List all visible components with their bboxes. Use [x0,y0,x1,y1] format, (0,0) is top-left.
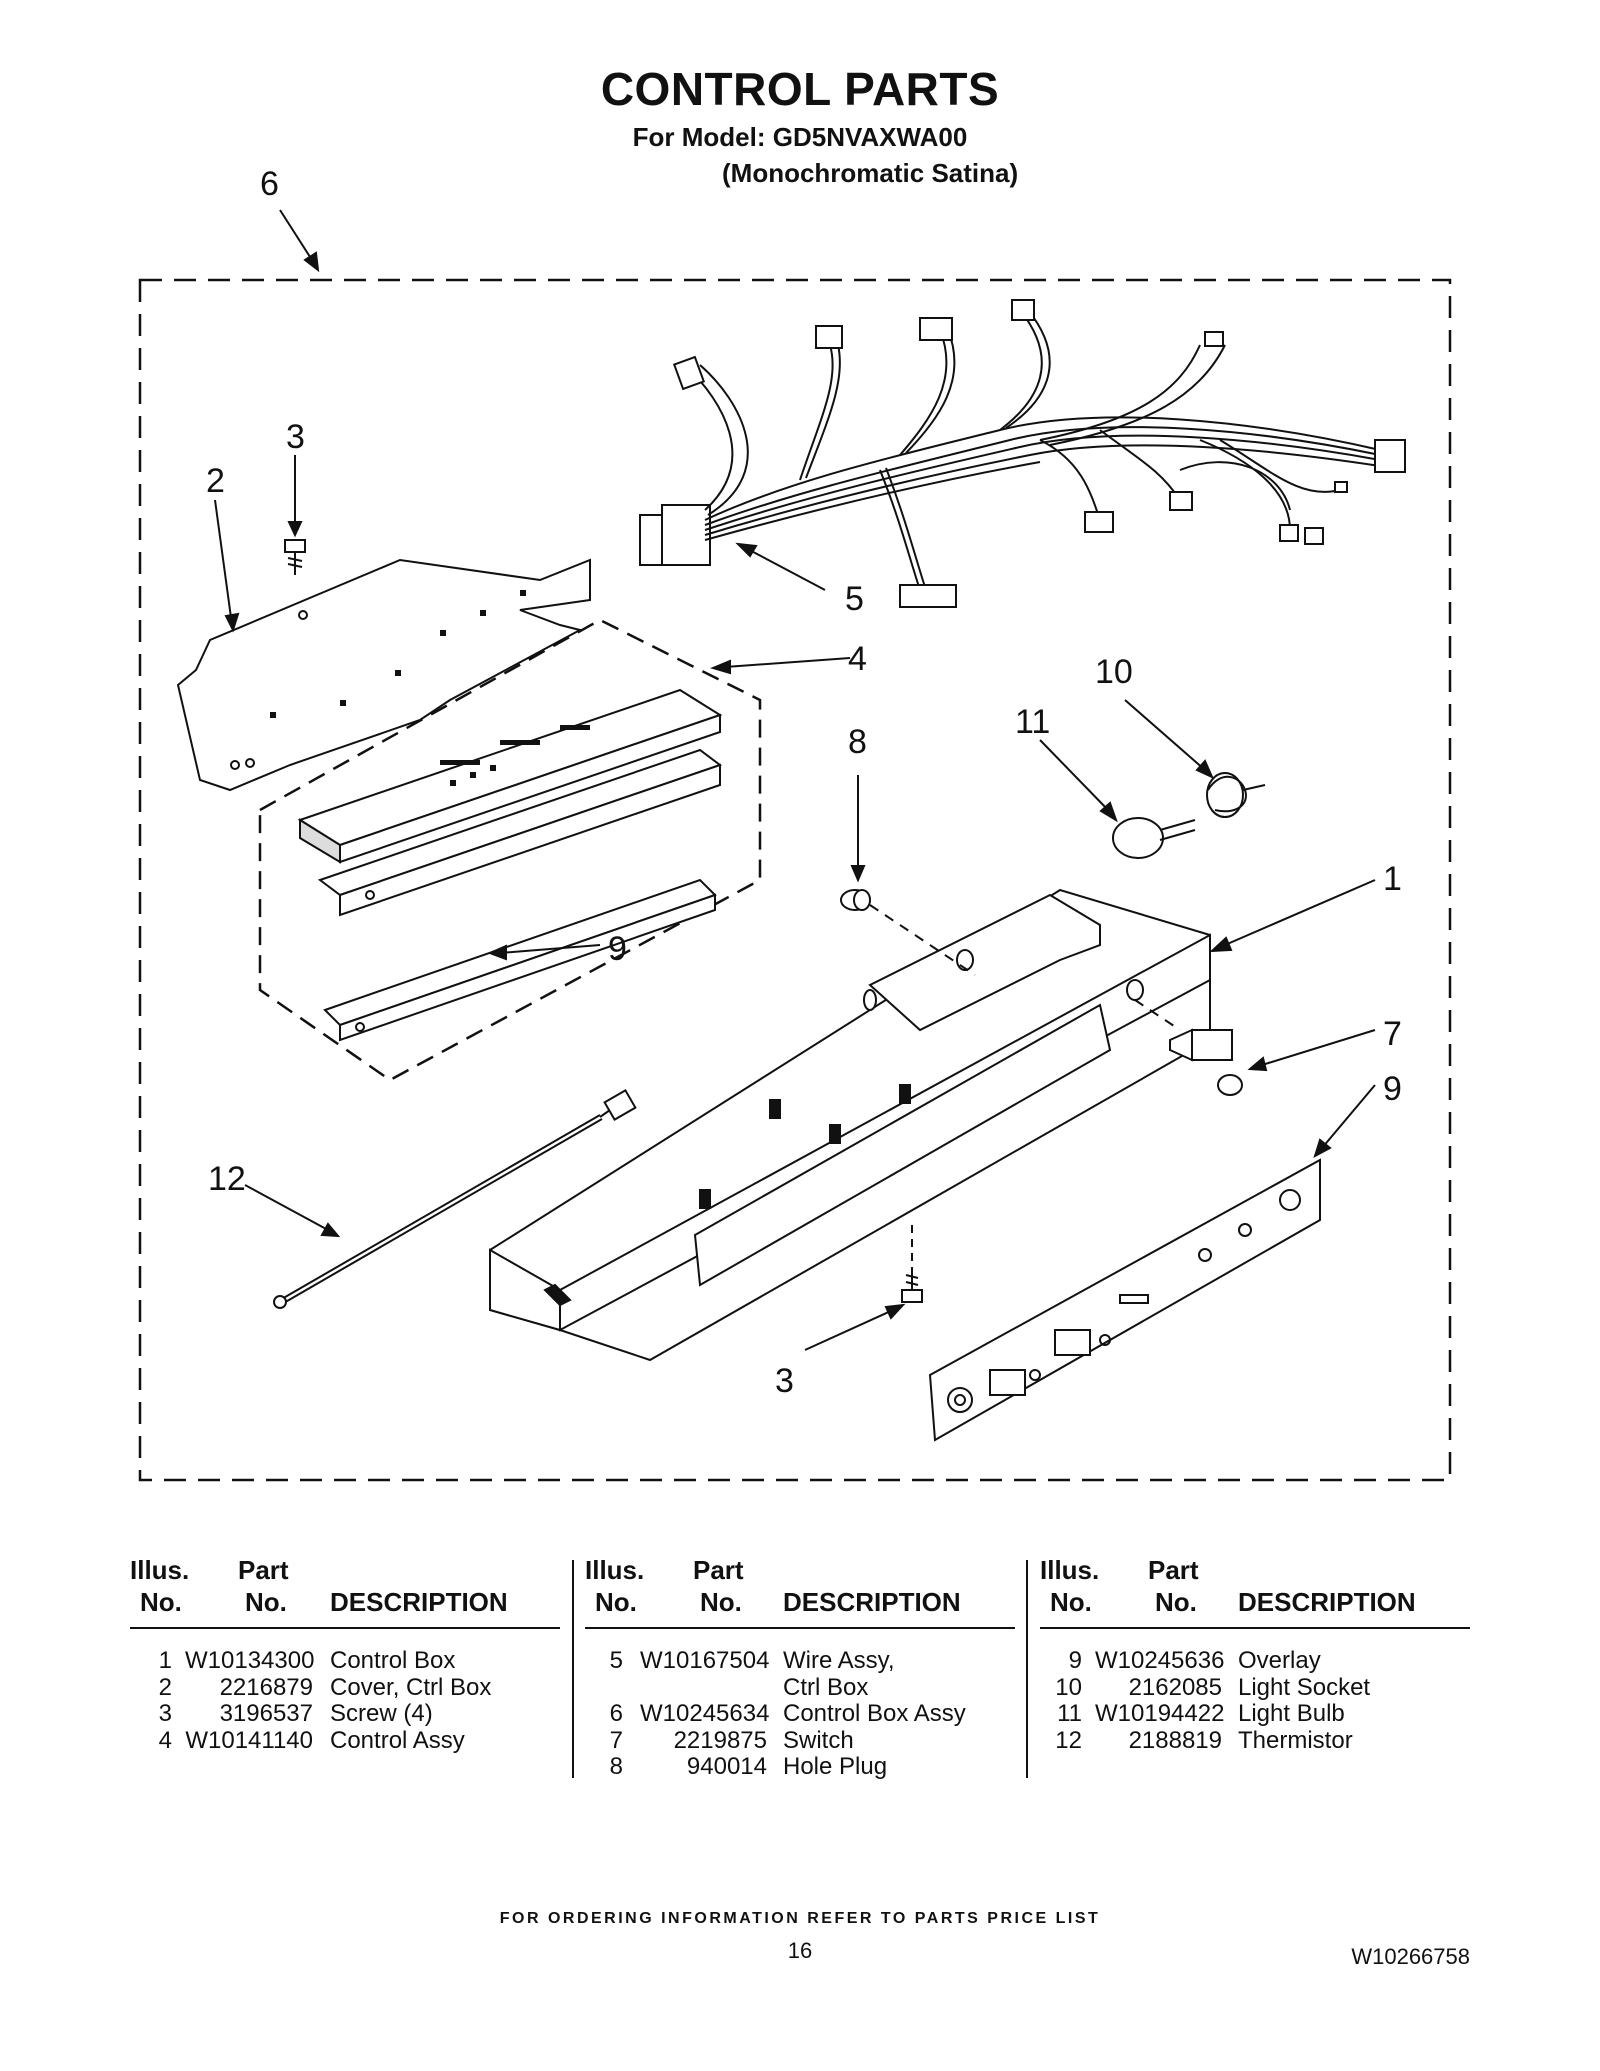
light-bulb [1113,818,1195,858]
table-header: Illus. No. Part No. DESCRIPTION [1040,1555,1470,1629]
callout-9-board: 9 [608,930,627,968]
document-number: W10266758 [1351,1944,1470,1969]
hole-plug [841,890,870,910]
display-board [320,750,720,915]
callout-9-overlay: 9 [1383,1070,1402,1108]
screw-upper [285,540,305,575]
callout-3-upper: 3 [286,418,305,456]
light-socket [1207,773,1265,817]
overlay-panel [930,1160,1320,1440]
callout-8: 8 [848,723,867,761]
page-title: CONTROL PARTS [600,63,1000,115]
callout-5: 5 [845,580,864,618]
thermistor [274,1090,635,1308]
wire-harness [640,300,1405,607]
switch [1170,1030,1242,1095]
screw-lower [902,1225,922,1302]
callout-12: 12 [208,1160,246,1198]
control-box-cover [178,560,590,790]
table-row: Ctrl Box [783,1673,869,1701]
overlay-board [325,880,715,1040]
table-divider [1026,1560,1028,1778]
callout-1: 1 [1383,860,1402,898]
callout-7: 7 [1383,1015,1402,1053]
table-header: Illus. No. Part No. DESCRIPTION [130,1555,560,1629]
callout-11: 11 [1015,703,1050,741]
control-board [300,690,720,862]
assembly-boundary [140,280,1450,1480]
ordering-note: FOR ORDERING INFORMATION REFER TO PARTS … [499,1910,1101,1927]
page-number: 16 [787,1938,813,1963]
table-header: Illus. No. Part No. DESCRIPTION [585,1555,1015,1629]
callout-2: 2 [206,462,225,500]
control-box [490,890,1210,1360]
callout-6: 6 [260,165,279,203]
model-number: For Model: GD5NVAXWA00 [632,122,968,152]
callout-4: 4 [848,640,867,678]
callout-10: 10 [1095,653,1133,691]
control-assy-boundary [260,620,760,1080]
callout-3-lower: 3 [775,1362,794,1400]
table-divider [572,1560,574,1778]
model-variant: (Monochromatic Satina) [722,158,1019,188]
exploded-parts-diagram: 6 3 2 5 4 10 11 8 1 9 7 9 12 3 [0,165,1600,1520]
